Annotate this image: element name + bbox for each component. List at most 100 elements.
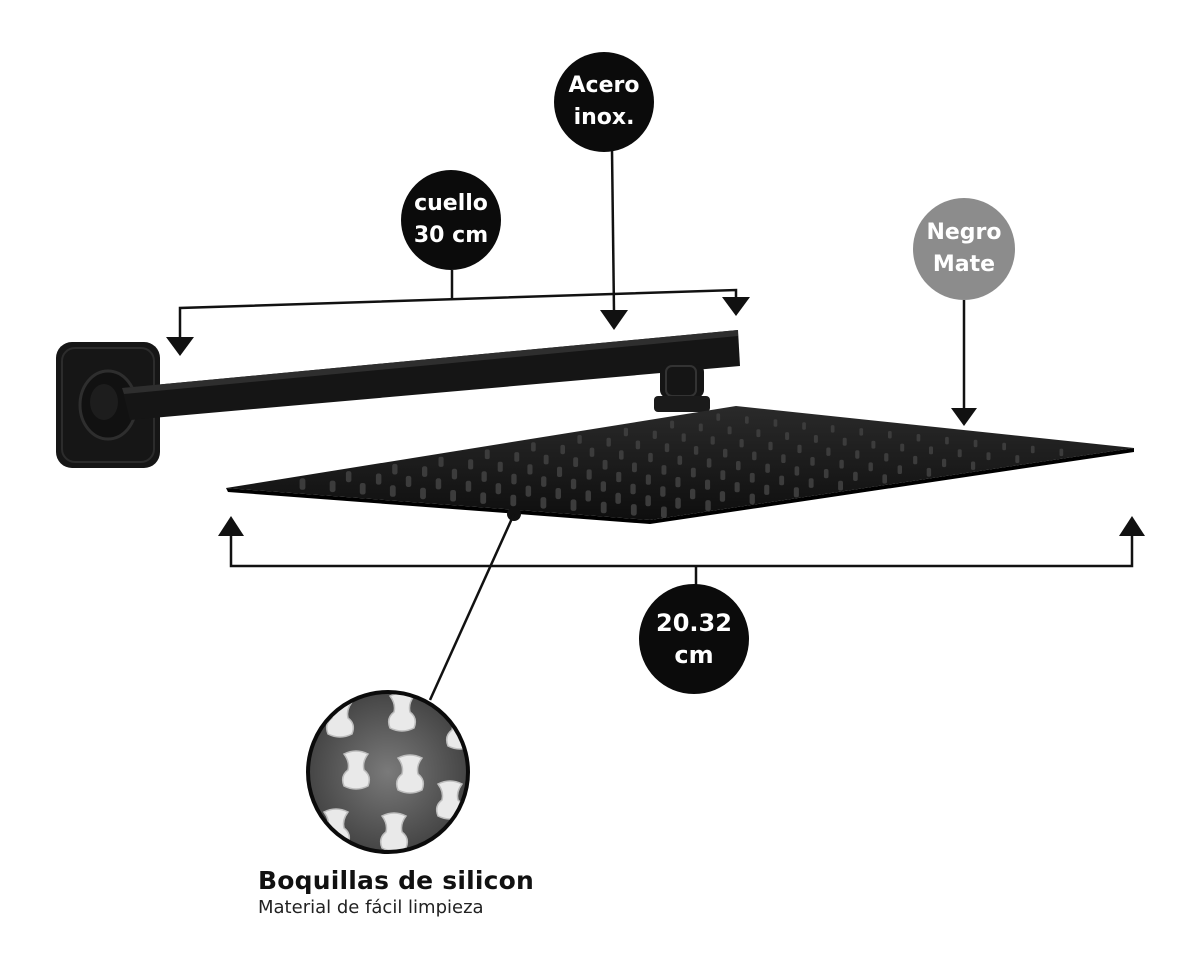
nozzle [573, 457, 579, 467]
nozzle [577, 435, 582, 444]
nozzle [681, 433, 686, 442]
nozzle [884, 453, 889, 462]
nozzle [514, 452, 520, 462]
nozzle [698, 423, 703, 432]
nozzle [541, 476, 547, 487]
nozzle [664, 443, 670, 453]
nozzle-zoom-circle [306, 690, 470, 854]
nozzle [345, 471, 352, 483]
nozzle [785, 432, 790, 440]
nozzle [853, 471, 858, 481]
nozzle [619, 450, 624, 460]
neck-badge-line2: 30 cm [413, 223, 489, 248]
steel-callout-line [610, 149, 616, 313]
nozzle [329, 480, 336, 493]
nozzle [693, 446, 699, 455]
nozzle [481, 471, 487, 482]
nozzle [606, 437, 611, 447]
nozzle [589, 447, 595, 457]
nozzle [900, 443, 905, 452]
nozzle [706, 458, 712, 468]
nozzle [648, 452, 653, 463]
nozzle [773, 419, 778, 427]
nozzle [1030, 445, 1035, 454]
nozzle [813, 435, 818, 443]
nozzle [511, 473, 517, 485]
nozzle [986, 452, 991, 461]
arrow-down-icon [951, 408, 977, 426]
nozzle-grid [299, 413, 1064, 518]
nozzle [543, 454, 549, 465]
steel-badge-line2: inox. [573, 105, 635, 130]
width-badge: 20.32 cm [639, 584, 749, 694]
nozzle [739, 439, 744, 448]
nozzle [1015, 455, 1020, 463]
nozzle [652, 430, 657, 439]
shower-head [226, 406, 1134, 524]
nozzle [661, 506, 667, 518]
nozzle [705, 500, 711, 512]
zoom-pointer-line [428, 513, 516, 701]
nozzle [929, 446, 933, 455]
nozzle [823, 469, 829, 479]
nozzle [468, 459, 474, 470]
neck-length-badge: cuello 30 cm [401, 170, 501, 270]
neck-dimension-bracket [178, 270, 738, 340]
arrow-up-icon [218, 516, 244, 536]
silicone-nozzle [395, 754, 425, 794]
nozzle [720, 470, 726, 480]
nozzle [635, 440, 641, 450]
nozzle [830, 425, 835, 433]
caption-title: Boquillas de silicon [258, 866, 535, 895]
nozzle [752, 451, 757, 461]
nozzle [645, 495, 651, 507]
nozzle [560, 444, 565, 455]
nozzle [793, 487, 799, 498]
nozzle [868, 462, 873, 472]
width-dimension-bracket [229, 532, 1134, 592]
nozzle [480, 492, 487, 504]
nozzle [585, 490, 591, 502]
nozzle [736, 461, 741, 471]
nozzle [765, 463, 770, 473]
arrow-down-icon [166, 337, 194, 356]
arrow-down-icon [600, 310, 628, 330]
nozzle [973, 439, 978, 448]
nozzle [957, 449, 962, 458]
nozzle [745, 416, 749, 424]
silicone-nozzle [341, 750, 371, 790]
nozzle [405, 475, 412, 487]
nozzle [842, 437, 847, 446]
nozzle [555, 488, 561, 500]
nozzle [710, 436, 715, 445]
nozzle [749, 493, 755, 505]
nozzle [690, 488, 696, 500]
nozzle [797, 444, 802, 454]
width-badge-line1: 20.32 [656, 609, 732, 637]
nozzle [495, 483, 502, 495]
nozzle [661, 465, 667, 475]
nozzle [705, 479, 711, 490]
nozzle [422, 466, 428, 477]
nozzle [839, 459, 844, 469]
nozzle [779, 475, 785, 486]
nozzle [660, 486, 666, 497]
nozzle [1059, 448, 1064, 457]
steel-badge-line1: Acero [568, 73, 640, 98]
nozzle [600, 481, 606, 492]
nozzle [632, 462, 637, 473]
nozzle [497, 461, 503, 472]
nozzle [808, 478, 814, 488]
nozzle [859, 428, 864, 436]
nozzle [926, 467, 932, 477]
nozzle [810, 457, 815, 466]
nozzle [359, 483, 366, 495]
shower-arm [122, 330, 740, 420]
nozzle [623, 427, 628, 437]
nozzle [838, 480, 843, 491]
nozzle [557, 466, 563, 477]
nozzle [484, 449, 490, 460]
nozzle [375, 473, 382, 485]
nozzle [768, 441, 773, 451]
nozzle [749, 472, 755, 483]
